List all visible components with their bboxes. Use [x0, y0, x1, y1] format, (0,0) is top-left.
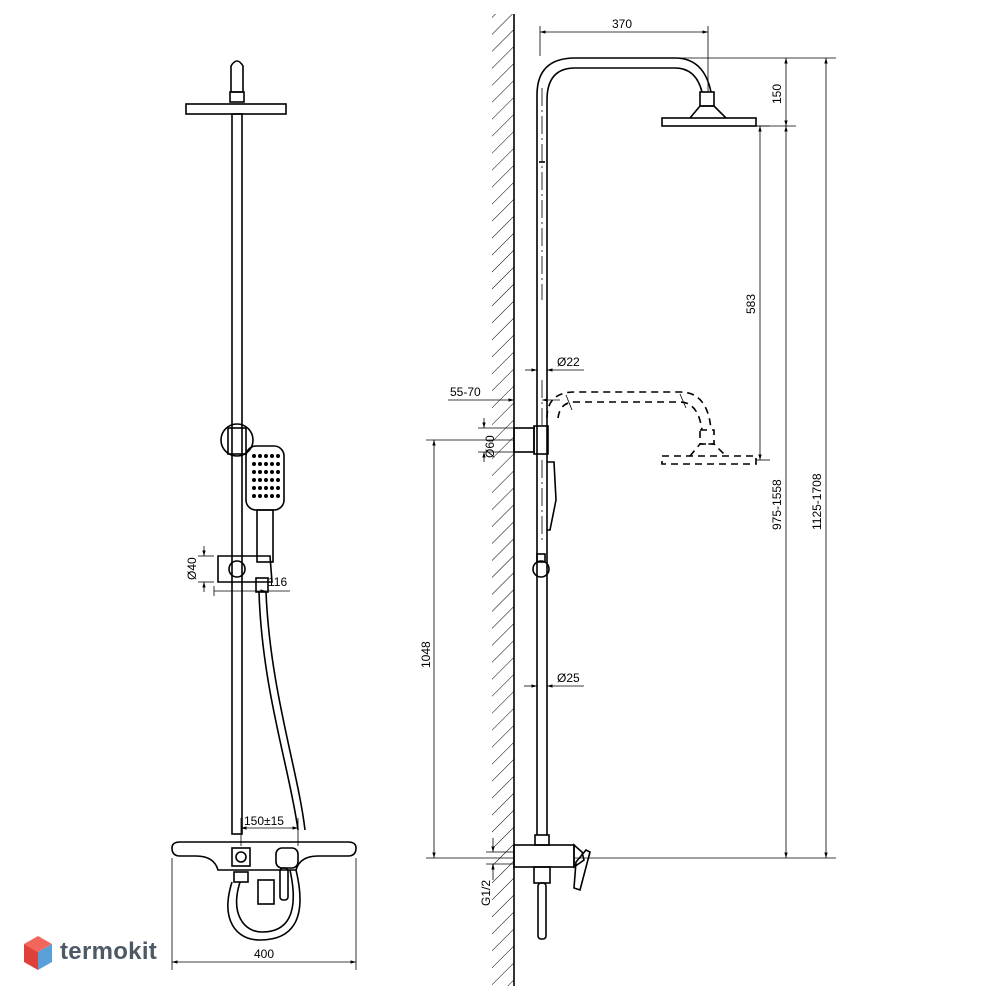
riser-pipe-inner	[546, 67, 703, 835]
nozzle-dot	[270, 486, 274, 490]
bracket-clamp	[533, 425, 549, 455]
front-view: Ø40 116 150±15 400	[171, 60, 357, 970]
dim-total-height: 1125-1708	[810, 473, 824, 530]
nozzle-dot	[252, 486, 256, 490]
holder-knob-side	[532, 560, 550, 578]
dim-height-to-bracket: 1048	[419, 641, 433, 668]
spout-side	[537, 882, 547, 940]
dim-inlet-spacing: 150±15	[244, 814, 284, 828]
nozzle-dot	[276, 470, 280, 474]
dim-wall-offset: 55-70	[450, 385, 481, 399]
nozzle-dot	[252, 478, 256, 482]
dim-rail-diameter: Ø22	[557, 355, 580, 369]
rain-head-lower	[661, 455, 757, 465]
nozzle-dot	[252, 462, 256, 466]
mixer-body	[171, 841, 357, 871]
dim-pipe-diameter: Ø25	[557, 671, 580, 685]
head-connector	[229, 91, 245, 103]
spout	[257, 879, 275, 905]
mixer-handle	[275, 847, 299, 869]
nozzle-dot	[264, 494, 268, 498]
nozzle-dot	[270, 462, 274, 466]
nozzle-dot	[276, 478, 280, 482]
wall-bracket	[513, 427, 535, 453]
nozzle-dot	[258, 486, 262, 490]
nozzle-dot	[276, 462, 280, 466]
dim-head-height: 975-1558	[770, 479, 784, 530]
nozzle-dot	[258, 470, 262, 474]
nozzle-dot	[258, 462, 262, 466]
hand-shower-side	[547, 461, 557, 531]
nozzle-dot	[264, 478, 268, 482]
holder-knob	[228, 560, 246, 578]
nozzle-dot	[252, 494, 256, 498]
nozzle-dot	[270, 478, 274, 482]
arm-connector	[699, 91, 715, 107]
dim-mixer-width: 400	[254, 947, 274, 961]
nozzle-dot	[264, 462, 268, 466]
nozzle-dot	[276, 486, 280, 490]
hand-shower-grip	[256, 509, 274, 563]
nozzle-dot	[258, 478, 262, 482]
side-view: 370 150 583 975-1558 1125-1708 Ø22 55-70	[419, 14, 836, 986]
dim-head-drop: 150	[770, 84, 784, 104]
nozzle-dot	[264, 486, 268, 490]
arm-lower-position	[546, 391, 712, 431]
nozzle-dot	[258, 494, 262, 498]
riser-pipe-outer	[536, 57, 712, 835]
hose-connector	[255, 577, 269, 593]
termokit-logo-icon	[24, 936, 52, 970]
mixer-lever	[279, 867, 289, 901]
rain-head-upper	[661, 117, 757, 127]
nozzle-dot	[252, 470, 256, 474]
wall-hatching	[492, 14, 514, 986]
nozzle-dot	[264, 470, 268, 474]
brand-name: termokit	[60, 938, 158, 965]
hand-shower-nozzles	[252, 454, 280, 498]
dim-holder-projection: 116	[268, 575, 287, 589]
head-nozzle	[230, 60, 244, 93]
mixer-diverter	[231, 847, 251, 867]
rail-clamp	[220, 423, 254, 457]
rail-clamp-ring	[227, 427, 247, 455]
dim-arm-reach: 370	[612, 17, 632, 31]
mixer-loop-pipe	[227, 869, 301, 941]
dim-head-travel: 583	[744, 294, 758, 314]
nozzle-dot	[270, 494, 274, 498]
nozzle-dot	[270, 470, 274, 474]
mixer-lever-side	[573, 849, 591, 892]
nozzle-dot	[276, 454, 280, 458]
shower-hose	[258, 591, 299, 831]
dim-bracket-diameter: Ø60	[483, 435, 497, 458]
spout-nut	[233, 871, 249, 883]
dim-thread: G1/2	[479, 880, 493, 906]
rain-shower-head	[185, 103, 287, 115]
shower-rail	[231, 113, 243, 835]
mixer-side-body	[513, 844, 575, 868]
nozzle-dot	[258, 454, 262, 458]
nozzle-dot	[276, 494, 280, 498]
dim-holder-diameter: Ø40	[185, 557, 199, 580]
nozzle-dot	[252, 454, 256, 458]
nozzle-dot	[264, 454, 268, 458]
hand-shower-holder	[217, 555, 273, 583]
nozzle-dot	[270, 454, 274, 458]
